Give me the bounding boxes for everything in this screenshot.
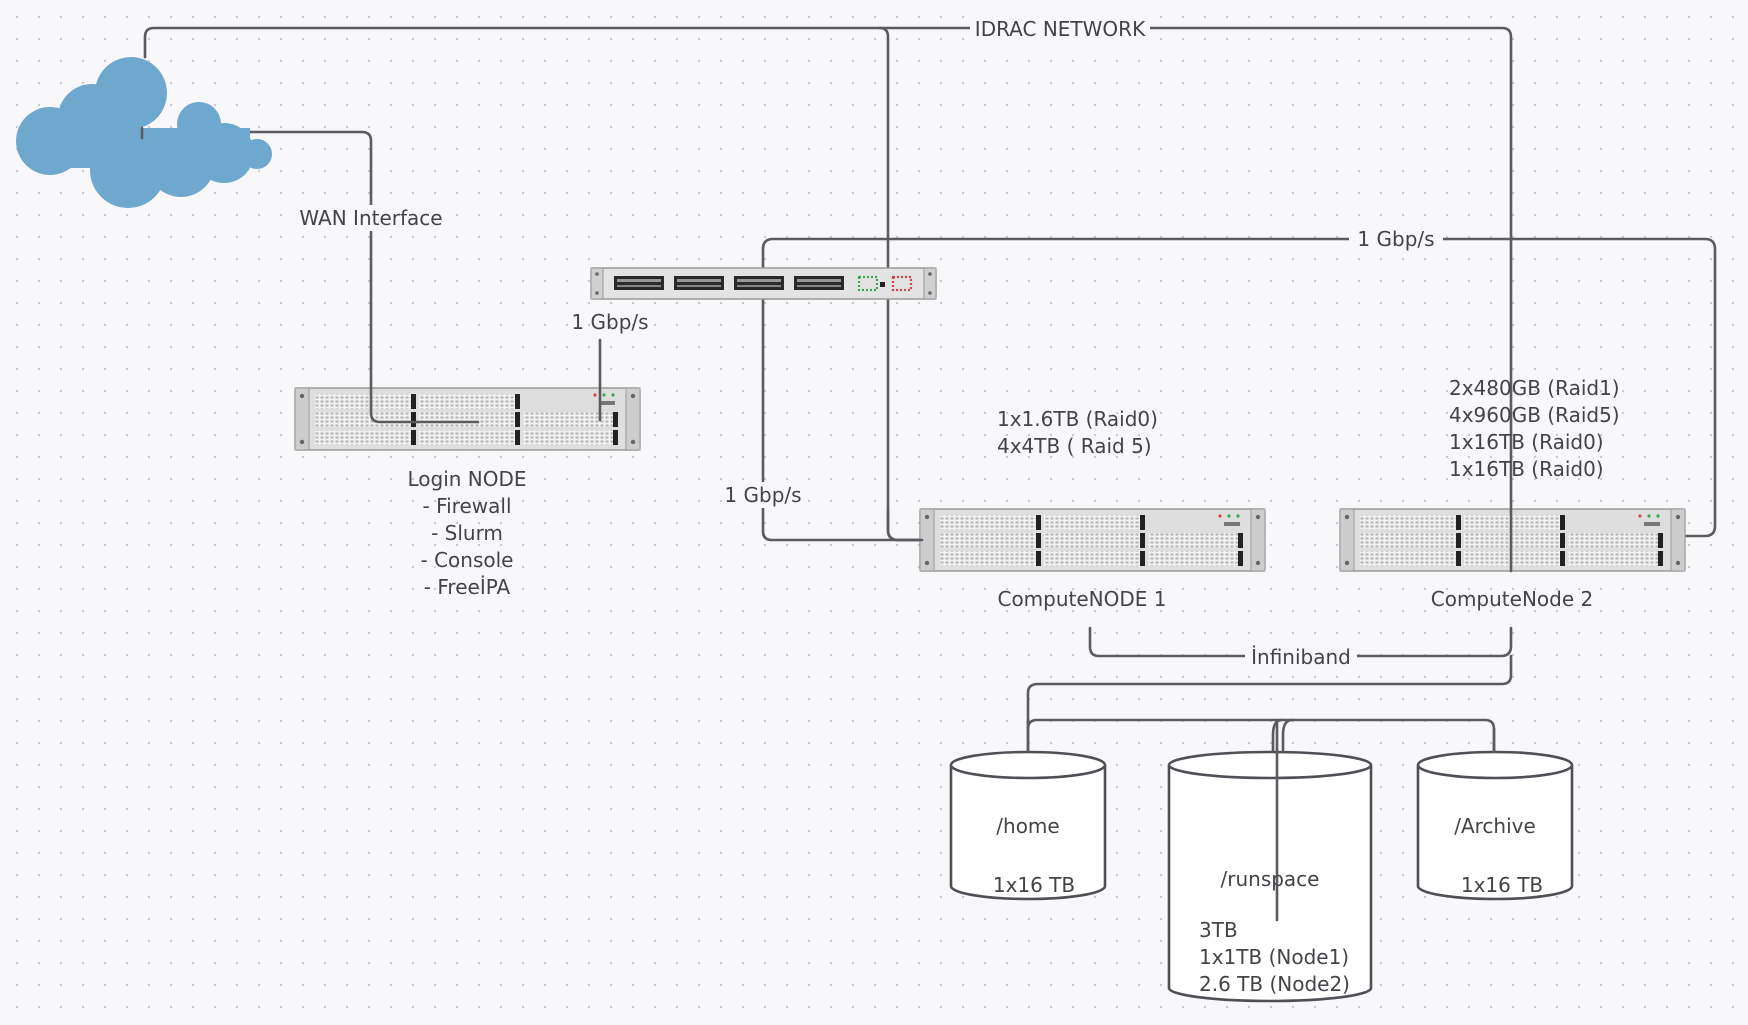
database-cylinder-icon xyxy=(1416,750,1574,780)
login-service: - Console xyxy=(421,548,514,572)
runspace-detail: 1x1TB (Node1) xyxy=(1199,945,1349,969)
compute-node-2-server[interactable] xyxy=(1339,508,1686,572)
node1-disk: 4x4TB ( Raid 5) xyxy=(997,434,1152,458)
idrac-over-node1 xyxy=(886,507,924,542)
node2-disk: 2x480GB (Raid1) xyxy=(1449,376,1620,400)
archive-storage[interactable] xyxy=(1416,750,1574,901)
switch-node1-line xyxy=(761,282,924,542)
database-cylinder-icon xyxy=(1167,750,1373,780)
infiniband-label: İnfiniband xyxy=(1251,645,1351,669)
rack-server-icon xyxy=(1339,508,1686,572)
compute-node-1-server[interactable] xyxy=(919,508,1266,572)
database-cylinder-icon xyxy=(949,750,1107,780)
node2-disk: 1x16TB (Raid0) xyxy=(1449,457,1604,481)
compute-node-1-title: ComputeNODE 1 xyxy=(997,587,1166,611)
archive-size: 1x16 TB xyxy=(1461,873,1543,897)
speed-top-label: 1 Gbp/s xyxy=(1357,227,1434,251)
login-node-title: Login NODE xyxy=(407,467,526,491)
compute-node-2-title: ComputeNode 2 xyxy=(1431,587,1593,611)
runspace-detail: 3TB xyxy=(1199,918,1238,942)
wan-over-login xyxy=(369,386,480,424)
home-size: 1x16 TB xyxy=(993,873,1075,897)
speed-login-label: 1 Gbp/s xyxy=(571,310,648,334)
switch-port-block xyxy=(614,276,844,290)
login-node-server[interactable] xyxy=(294,387,641,451)
node2-disk: 1x16TB (Raid0) xyxy=(1449,430,1604,454)
node2-uplink-line xyxy=(761,237,1717,538)
runspace-storage[interactable] xyxy=(1167,750,1373,1003)
storage-trunk-line xyxy=(1026,654,1513,754)
node2-disk: 4x960GB (Raid5) xyxy=(1449,403,1620,427)
wan-interface-label: WAN Interface xyxy=(299,206,442,230)
storage-bus-line xyxy=(1026,718,1496,754)
runspace-name: /runspace xyxy=(1221,867,1320,891)
login-service: - FreeİPA xyxy=(424,575,511,599)
runspace-detail: 2.6 TB (Node2) xyxy=(1199,972,1350,996)
rack-server-icon xyxy=(919,508,1266,572)
node1-disk: 1x1.6TB (Raid0) xyxy=(997,407,1158,431)
network-switch-icon[interactable] xyxy=(590,267,937,300)
runspace-line xyxy=(1281,718,1294,754)
login-service: - Slurm xyxy=(431,521,503,545)
archive-name: /Archive xyxy=(1454,814,1536,838)
home-name: /home xyxy=(996,814,1059,838)
idrac-network-label: IDRAC NETWORK xyxy=(975,17,1146,41)
idrac-network-line xyxy=(143,26,1513,522)
speed-node1-label: 1 Gbp/s xyxy=(724,483,801,507)
cloud-icon xyxy=(16,57,272,208)
home-storage[interactable] xyxy=(949,750,1107,901)
login-service: - Firewall xyxy=(423,494,512,518)
rack-server-icon xyxy=(294,387,641,451)
